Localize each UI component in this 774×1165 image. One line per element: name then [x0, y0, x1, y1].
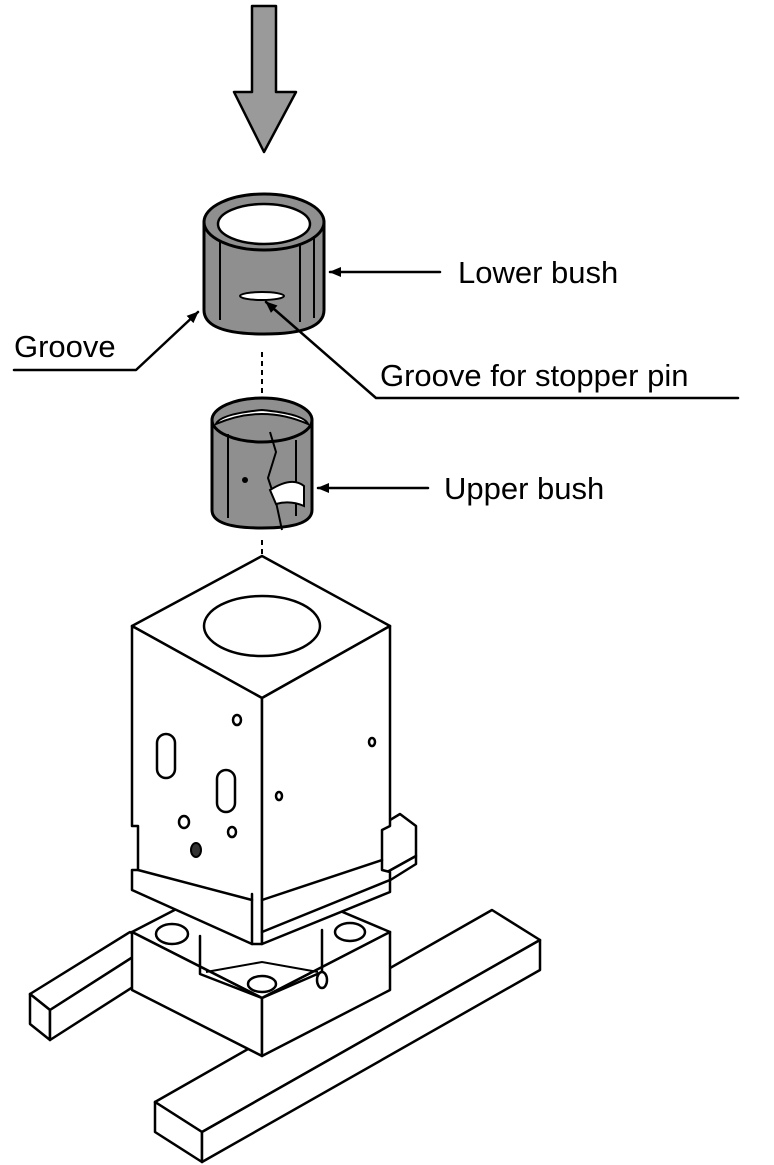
label-upper-bush: Upper bush: [444, 471, 604, 506]
leader-lines: [12, 267, 740, 493]
bush-bore: [202, 594, 322, 658]
lower-bush-part: [202, 192, 326, 336]
upper-bush-part: [210, 396, 314, 531]
stopper-pin-groove-icon: [239, 291, 285, 301]
base-rails: [28, 908, 542, 1164]
label-groove-stopper-pin: Groove for stopper pin: [380, 358, 688, 393]
die-block: [130, 554, 392, 946]
label-lower-bush: Lower bush: [458, 255, 618, 290]
label-groove: Groove: [14, 329, 116, 364]
down-arrow-icon: [232, 4, 298, 154]
